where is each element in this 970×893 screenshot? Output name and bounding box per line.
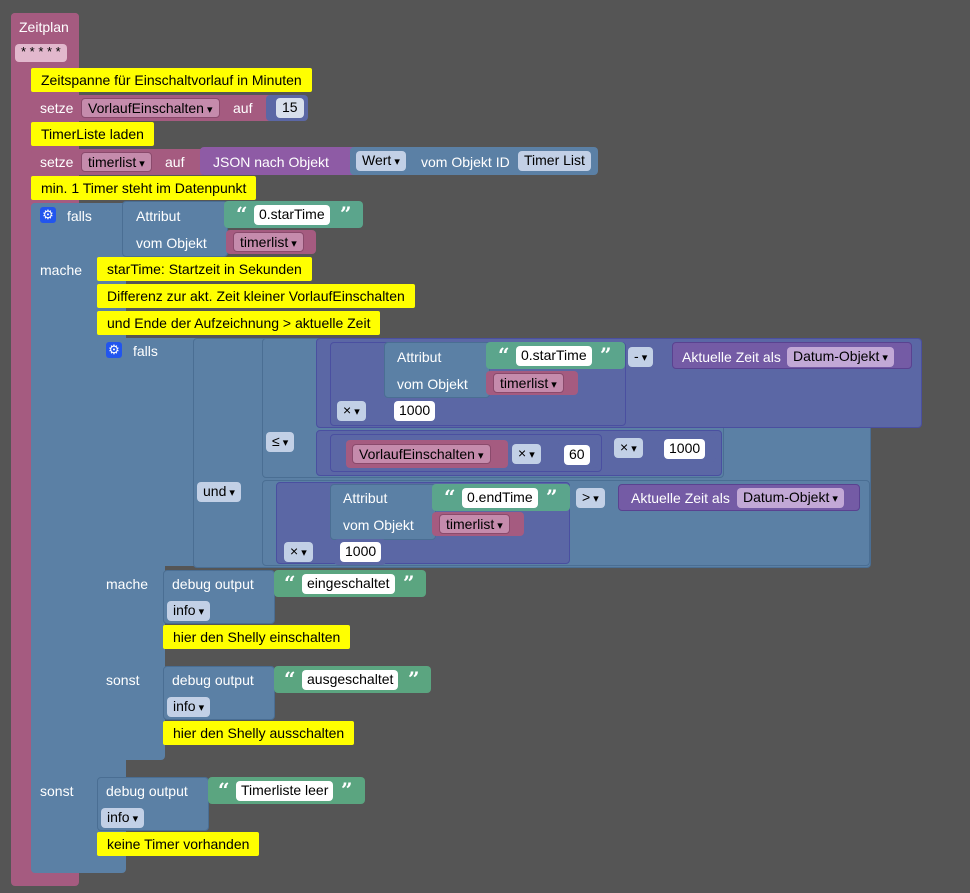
number-value[interactable]: 15	[276, 98, 304, 118]
object-id-field[interactable]: Timer List	[518, 151, 591, 171]
comment-min-timer: min. 1 Timer steht im Datenpunkt	[31, 176, 257, 200]
comment-ende: und Ende der Aufzeichnung > aktuelle Zei…	[97, 311, 381, 335]
vorlauf-dropdown[interactable]: VorlaufEinschalten	[352, 444, 491, 464]
quote-close-icon-3: ”	[546, 485, 558, 509]
inner-sonst-label: sonst	[106, 672, 140, 688]
quote-close-icon-2: ”	[600, 343, 612, 367]
level-dropdown-on[interactable]: info	[167, 601, 211, 621]
current-time-label-2: Aktuelle Zeit als	[631, 490, 730, 506]
object-dropdown-2[interactable]: timerlist	[493, 373, 564, 393]
and-dropdown[interactable]: und	[197, 482, 241, 502]
level-dropdown-off[interactable]: info	[167, 697, 211, 717]
quote-open-icon-2: “	[498, 343, 510, 367]
endtime-value[interactable]: 0.endTime	[462, 488, 538, 508]
attribute-block-starttime[interactable]	[384, 342, 490, 398]
json-label: JSON nach Objekt	[213, 154, 329, 170]
msg-on[interactable]: eingeschaltet	[302, 574, 395, 594]
minus-dropdown[interactable]: -	[628, 347, 654, 367]
quote-open-icon-6: “	[218, 778, 230, 802]
cron-field[interactable]: * * * * *	[15, 44, 67, 62]
le-dropdown[interactable]: ≤	[266, 432, 295, 452]
debug-label-off: debug output	[172, 672, 254, 688]
falls-label: falls	[67, 208, 92, 224]
object-dropdown[interactable]: timerlist	[233, 232, 304, 252]
number-1000b[interactable]: 1000	[664, 439, 706, 459]
number-1000c[interactable]: 1000	[340, 542, 382, 562]
gt-dropdown[interactable]: >	[576, 488, 605, 508]
comment-startime: starTime: Startzeit in Sekunden	[97, 257, 312, 281]
quote-open-icon: “	[236, 202, 248, 226]
msg-empty[interactable]: Timerliste leer	[236, 781, 334, 801]
comment-keine-timer: keine Timer vorhanden	[97, 832, 260, 856]
attribute-block-endtime[interactable]	[330, 484, 436, 540]
quote-close-icon-5: ”	[408, 667, 420, 691]
quote-open-icon-4: “	[284, 571, 296, 595]
auf-label: auf	[233, 100, 253, 116]
comment-differenz: Differenz zur akt. Zeit kleiner VorlaufE…	[97, 284, 415, 308]
schedule-title: Zeitplan	[19, 19, 69, 35]
number-1000a[interactable]: 1000	[394, 401, 436, 421]
comment-shelly-off: hier den Shelly ausschalten	[163, 721, 355, 745]
quote-close-icon: ”	[340, 202, 352, 226]
attribut-label: Attribut	[136, 208, 181, 224]
comment-shelly-on: hier den Shelly einschalten	[163, 625, 351, 649]
vom-objekt-label: vom Objekt	[136, 235, 207, 251]
multiply-dropdown-4[interactable]: ×	[284, 542, 313, 562]
attribut-label-2: Attribut	[397, 349, 442, 365]
vom-objekt-id-label: vom Objekt ID	[421, 154, 510, 170]
quote-open-icon-3: “	[444, 485, 456, 509]
quote-close-icon-6: ”	[341, 778, 353, 802]
comment-vorlauf: Zeitspanne für Einschaltvorlauf in Minut…	[31, 68, 312, 92]
number-60[interactable]: 60	[564, 445, 590, 465]
time-format-dropdown-2[interactable]: Datum-Objekt	[737, 488, 844, 508]
attribute-value[interactable]: 0.starTime	[254, 205, 330, 225]
multiply-dropdown-3[interactable]: ×	[614, 438, 643, 458]
json-to-object-block[interactable]	[200, 147, 358, 175]
gear-icon-inner[interactable]: ⚙	[106, 342, 122, 358]
wert-dropdown[interactable]: Wert	[356, 151, 406, 171]
setze-label: setze	[40, 100, 74, 116]
sonst-label: sonst	[40, 783, 74, 799]
quote-open-icon-5: “	[284, 667, 296, 691]
setze-label-2: setze	[40, 154, 74, 170]
gear-icon[interactable]: ⚙	[40, 207, 56, 223]
attribute-block[interactable]	[122, 201, 228, 257]
msg-off[interactable]: ausgeschaltet	[302, 670, 399, 690]
attribut-label-3: Attribut	[343, 490, 388, 506]
timerlist-dropdown[interactable]: timerlist	[81, 152, 152, 172]
debug-label-empty: debug output	[106, 783, 188, 799]
variable-dropdown[interactable]: VorlaufEinschalten	[81, 98, 220, 118]
debug-label-on: debug output	[172, 576, 254, 592]
comment-timerliste: TimerListe laden	[31, 122, 154, 146]
multiply-dropdown-1[interactable]: ×	[337, 401, 366, 421]
inner-falls-label: falls	[133, 343, 158, 359]
auf-label-2: auf	[165, 154, 185, 170]
quote-close-icon-4: ”	[403, 571, 415, 595]
level-dropdown-empty[interactable]: info	[101, 808, 145, 828]
mache-label: mache	[40, 262, 83, 278]
vom-objekt-label-3: vom Objekt	[343, 517, 414, 533]
time-format-dropdown[interactable]: Datum-Objekt	[787, 347, 894, 367]
current-time-label: Aktuelle Zeit als	[682, 349, 781, 365]
vom-objekt-label-2: vom Objekt	[397, 376, 468, 392]
inner-if-header[interactable]	[97, 338, 197, 566]
starttime-value[interactable]: 0.starTime	[516, 346, 592, 366]
object-dropdown-3[interactable]: timerlist	[439, 514, 510, 534]
inner-mache-label: mache	[106, 576, 149, 592]
multiply-dropdown-2[interactable]: ×	[512, 444, 541, 464]
